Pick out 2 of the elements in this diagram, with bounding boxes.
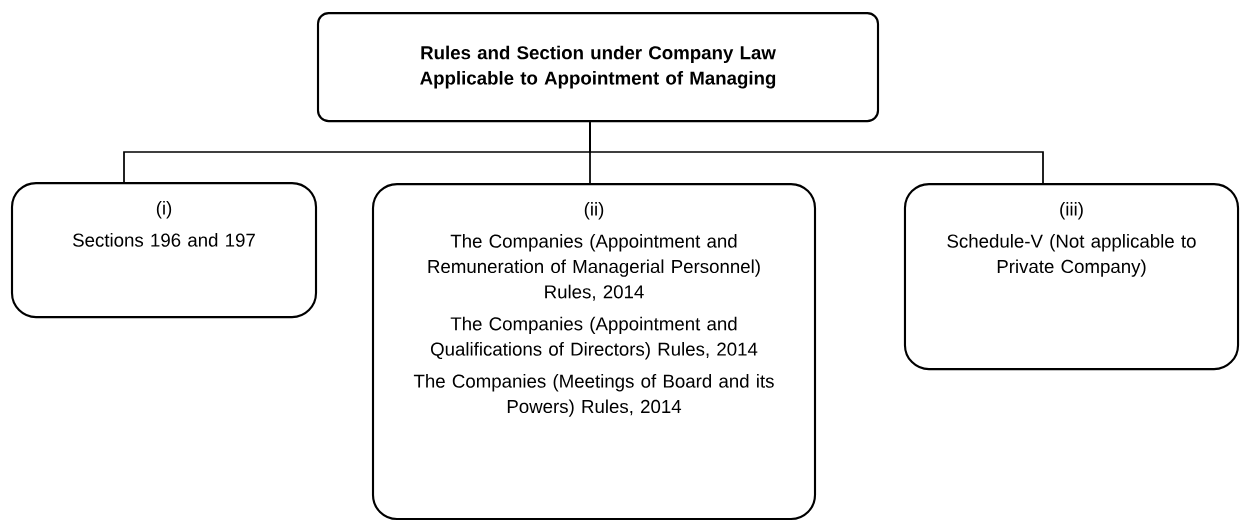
connector: [589, 121, 1044, 184]
title-box: Rules and Section under Company Law Applicable to Appointment of Managing: [316, 12, 880, 123]
